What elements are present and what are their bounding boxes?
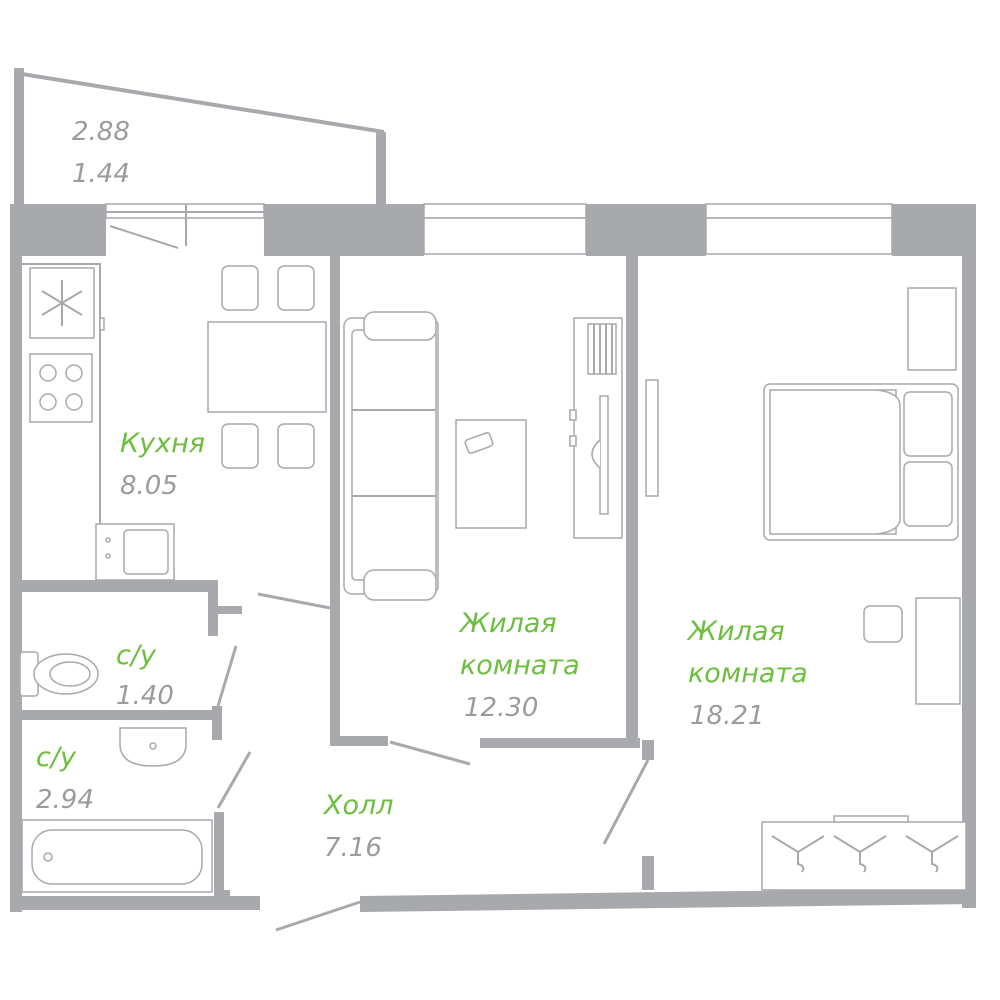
hall-area: 7.16: [324, 833, 382, 863]
bathtub-icon: [21, 819, 213, 893]
bed-icon: [763, 383, 959, 541]
balcony-area-reduced: 1.44: [72, 159, 130, 189]
washbasin-icon: [119, 727, 187, 767]
chair-icon: [221, 265, 315, 469]
living-room-2-area: 18.21: [690, 701, 764, 731]
living-room-1-name-line2: комната: [460, 650, 580, 681]
snowflake-icon: [41, 280, 83, 326]
hall-name: Холл: [322, 790, 394, 821]
living-room-2-name-line1: Жилая: [686, 616, 785, 647]
bathroom-2-name: с/у: [36, 742, 77, 773]
wardrobe-bottom: [761, 821, 967, 891]
tv-icon: [591, 395, 609, 515]
chair-icon: [863, 605, 903, 643]
bathroom-1-area: 1.40: [116, 681, 174, 711]
sink-icon: [95, 523, 175, 581]
interior-walls: [10, 256, 654, 902]
stove-icon: [29, 353, 93, 423]
remote-icon: [464, 432, 494, 454]
desk: [915, 597, 961, 705]
living-room-2: Жилая комната 18.21: [645, 287, 967, 891]
sofa-icon: [343, 311, 439, 601]
tv-icon: [645, 379, 659, 497]
bathroom-2-area: 2.94: [36, 785, 94, 815]
bathroom-1-name: с/у: [116, 640, 157, 671]
living-room-1-area: 12.30: [464, 693, 538, 723]
dining-table: [207, 321, 327, 413]
radiator-icon: [587, 323, 617, 375]
balcony: 2.88 1.44: [14, 68, 386, 208]
living-room-1-name-line1: Жилая: [458, 608, 557, 639]
wardrobe: [907, 287, 957, 371]
kitchen-area: 8.05: [120, 471, 178, 501]
living-room-2-name-line2: комната: [688, 658, 808, 689]
kitchen-name: Кухня: [120, 428, 205, 459]
toilet-icon: [19, 651, 99, 697]
bathroom-2: с/у 2.94: [21, 727, 213, 893]
bathroom-1: с/у 1.40: [19, 640, 174, 711]
outer-walls: [10, 203, 976, 932]
hanger-icon: [771, 835, 959, 873]
living-room-1: Жилая комната 12.30: [343, 311, 623, 723]
balcony-area-total: 2.88: [72, 117, 130, 147]
kitchen-furniture: Кухня 8.05: [22, 263, 327, 581]
hall: Холл 7.16: [322, 790, 394, 863]
